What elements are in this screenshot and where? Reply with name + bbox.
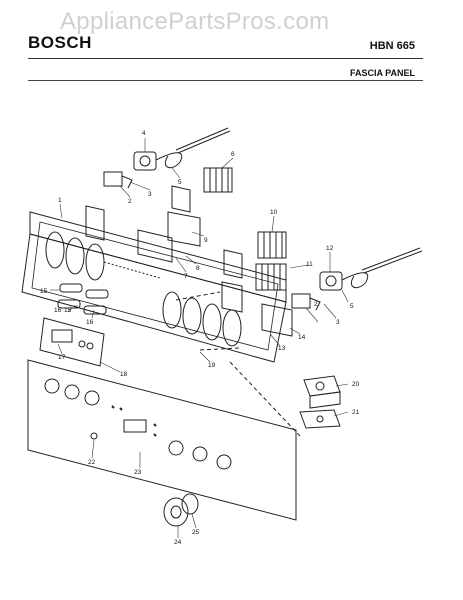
- part-21-bracket: [299, 409, 341, 429]
- fascia-frame: [21, 211, 287, 363]
- callout-labels: 4 1 2 3 5 6 7 8 9 10 11 12 13 14 15 15 1…: [40, 130, 360, 546]
- callout-4: 4: [142, 130, 146, 137]
- thermostat-left: [133, 127, 231, 171]
- callout-25: 25: [192, 529, 200, 536]
- callout-6: 6: [231, 151, 235, 158]
- brand-logo: BOSCH: [28, 33, 92, 52]
- control-knob: [163, 493, 199, 527]
- small-switch-right: [291, 293, 321, 311]
- rotary-switch-10: [257, 231, 287, 259]
- callout-2-right: 2: [314, 301, 318, 308]
- callout-7: 7: [184, 273, 188, 280]
- callout-16-right: 16: [86, 319, 94, 326]
- rotary-switch-11: [255, 263, 287, 291]
- callout-23: 23: [134, 469, 142, 476]
- callout-8: 8: [196, 265, 200, 272]
- callout-18: 18: [120, 371, 128, 378]
- header-divider: [28, 58, 423, 59]
- guide-lines: [175, 291, 301, 437]
- callout-15-left: 15: [40, 288, 48, 295]
- callout-3-right: 3: [336, 319, 340, 326]
- callout-22: 22: [88, 459, 96, 466]
- callout-1: 1: [58, 197, 62, 204]
- callout-15-lower: 15: [64, 307, 72, 314]
- callout-14: 14: [298, 334, 306, 341]
- callout-13: 13: [278, 345, 286, 352]
- callout-24: 24: [174, 539, 182, 546]
- rotary-switch-6: [203, 167, 233, 193]
- callout-16-left: 16: [54, 307, 62, 314]
- lamp-holders: [57, 283, 109, 315]
- callout-5-right: 5: [350, 303, 354, 310]
- callout-21: 21: [352, 409, 360, 416]
- front-panel: [27, 359, 297, 521]
- bracket-plates: [85, 185, 293, 337]
- callout-9: 9: [204, 237, 208, 244]
- callout-10: 10: [270, 209, 278, 216]
- leader-lines: [50, 138, 349, 538]
- section-divider: [28, 80, 423, 81]
- callout-12: 12: [326, 245, 334, 252]
- section-title: FASCIA PANEL: [349, 68, 415, 78]
- model-number: HBN 665: [369, 40, 415, 52]
- thermostat-right: [319, 247, 423, 291]
- part-20-box: [303, 375, 341, 409]
- clock-module: [39, 317, 105, 367]
- callout-19: 19: [208, 362, 216, 369]
- screw-22: [90, 432, 98, 440]
- watermark-text: AppliancePartsPros.com: [60, 8, 330, 35]
- callout-20: 20: [352, 381, 360, 388]
- callout-5: 5: [178, 179, 182, 186]
- small-switch-left: [103, 171, 133, 189]
- callout-17: 17: [58, 354, 66, 361]
- callout-3: 3: [148, 191, 152, 198]
- callout-11: 11: [306, 261, 313, 268]
- callout-2: 2: [128, 198, 132, 205]
